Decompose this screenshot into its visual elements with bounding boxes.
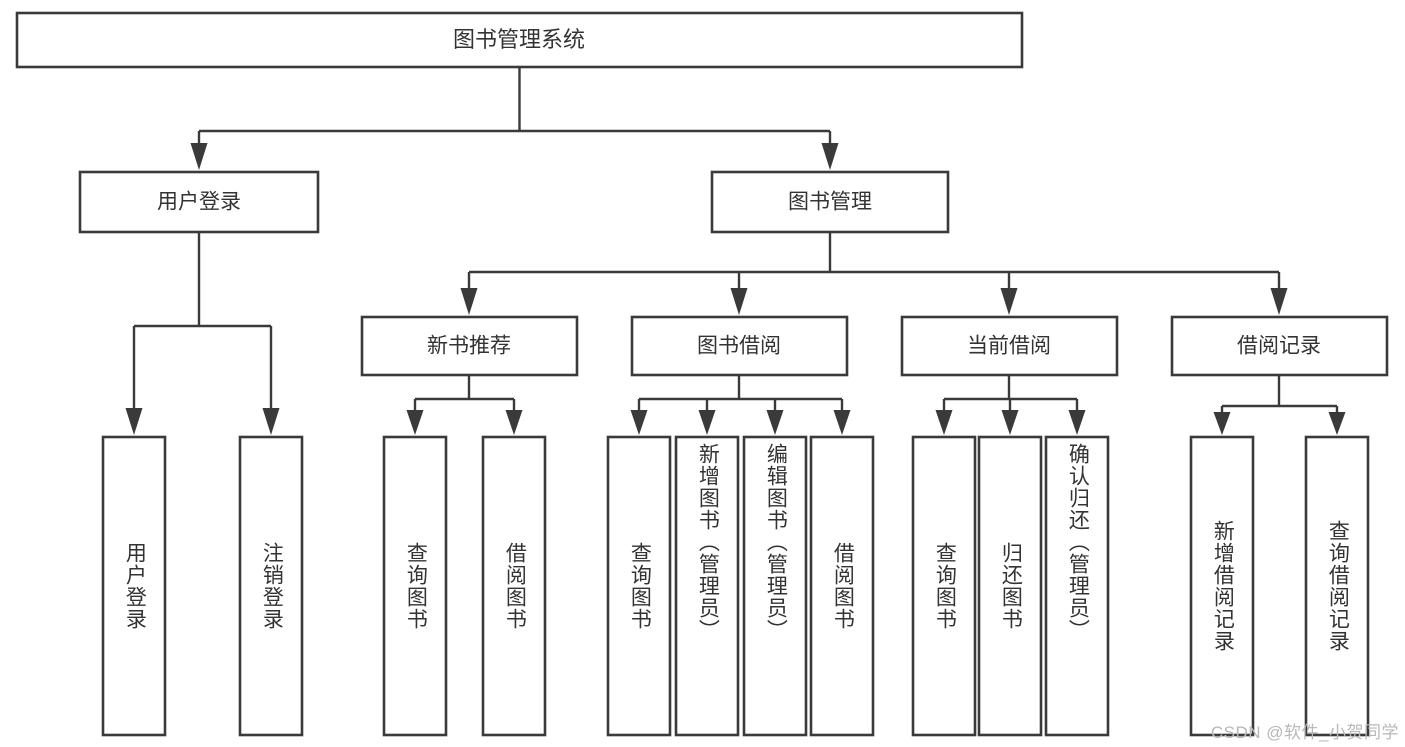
node-current-borrow[interactable] bbox=[900, 315, 1119, 377]
csdn-watermark: CSDN @软件_小贺同学 bbox=[1210, 723, 1399, 742]
connector-borrowrecords-to-leaves bbox=[1213, 375, 1346, 435]
leaf-box-bookborrow-edit[interactable] bbox=[742, 435, 808, 737]
leaf-box-user-login-login[interactable] bbox=[101, 435, 167, 737]
node-book-management-label: 图书管理 bbox=[788, 191, 872, 214]
connector-root-to-level2 bbox=[190, 67, 839, 170]
node-new-book-recommend-label: 新书推荐 bbox=[427, 335, 511, 358]
leaf-box-currentborrow-return[interactable] bbox=[977, 435, 1043, 737]
leaf-box-bookborrow-query[interactable] bbox=[606, 435, 672, 737]
node-root[interactable] bbox=[15, 11, 1024, 69]
leaf-box-currentborrow-query[interactable] bbox=[911, 435, 977, 737]
node-book-management[interactable] bbox=[710, 170, 950, 234]
leaf-box-bookborrow-borrow[interactable] bbox=[809, 435, 875, 737]
connector-bookmgmt-to-level3 bbox=[460, 232, 1288, 315]
node-borrow-records[interactable] bbox=[1170, 315, 1389, 377]
node-user-login-label: 用户登录 bbox=[157, 191, 241, 214]
node-book-borrow-label: 图书借阅 bbox=[697, 335, 781, 358]
node-current-borrow-label: 当前借阅 bbox=[967, 335, 1051, 358]
connector-newbook-to-leaves bbox=[406, 375, 523, 435]
leaf-box-records-add[interactable] bbox=[1189, 435, 1255, 737]
connector-currentborrow-to-leaves bbox=[935, 375, 1086, 435]
leaf-box-bookborrow-add[interactable] bbox=[674, 435, 740, 737]
leaf-box-currentborrow-confirm[interactable] bbox=[1044, 435, 1110, 737]
leaf-box-user-login-logout[interactable] bbox=[238, 435, 304, 737]
node-user-login[interactable] bbox=[78, 170, 320, 234]
connector-userlogin-to-leaves bbox=[125, 232, 280, 435]
leaf-box-newbook-query[interactable] bbox=[382, 435, 448, 737]
node-root-label: 图书管理系统 bbox=[453, 27, 585, 52]
node-book-borrow[interactable] bbox=[630, 315, 849, 377]
leaf-box-newbook-borrow[interactable] bbox=[481, 435, 547, 737]
node-borrow-records-label: 借阅记录 bbox=[1237, 335, 1321, 358]
connector-bookborrow-to-leaves bbox=[630, 375, 851, 435]
leaf-box-records-query[interactable] bbox=[1304, 435, 1370, 737]
node-new-book-recommend[interactable] bbox=[360, 315, 579, 377]
